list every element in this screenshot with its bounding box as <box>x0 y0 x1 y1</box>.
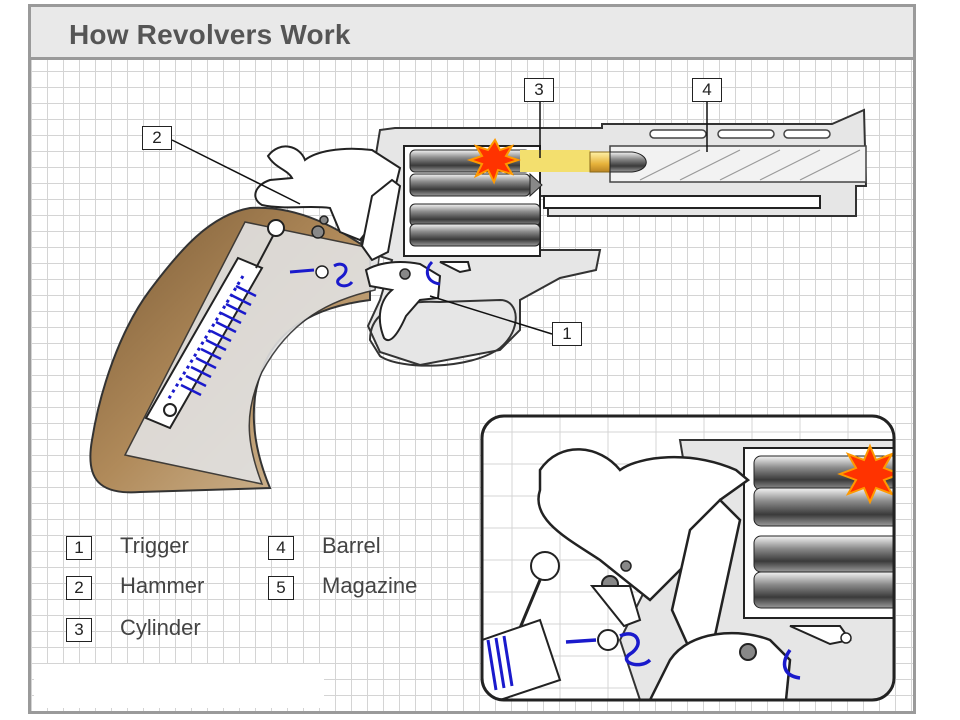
leader-lines <box>171 102 708 335</box>
callout-3-cylinder: 3 <box>524 78 554 102</box>
legend-item-magazine: 5 Magazine <box>268 573 458 602</box>
legend-item-hammer: 2 Hammer <box>66 573 246 602</box>
muzzle-flash <box>466 138 522 185</box>
legend-number: 2 <box>66 576 92 600</box>
legend-label: Barrel <box>322 533 381 558</box>
legend-label: Magazine <box>322 573 418 598</box>
legend-label: Cylinder <box>120 615 201 640</box>
legend-item-trigger: 1 Trigger <box>66 533 246 562</box>
callout-4-barrel: 4 <box>692 78 722 102</box>
bullet <box>466 138 647 185</box>
legend-number: 4 <box>268 536 294 560</box>
hammer-pivot <box>311 225 325 239</box>
trigger-shape <box>364 261 442 342</box>
legend-label: Trigger <box>120 533 189 558</box>
page-title: How Revolvers Work <box>69 19 351 50</box>
callout-2-hammer: 2 <box>142 126 172 150</box>
legend-number: 1 <box>66 536 92 560</box>
inset-border <box>480 414 896 702</box>
pawl <box>360 178 402 262</box>
mainspring-plate <box>144 219 285 430</box>
title-bar: How Revolvers Work <box>31 7 913 60</box>
legend-label: Hammer <box>120 573 205 598</box>
legend-item-barrel: 4 Barrel <box>268 533 448 562</box>
legend-item-cylinder: 3 Cylinder <box>66 615 246 644</box>
hammer-shape <box>254 145 402 242</box>
blank-area <box>34 664 324 708</box>
inset-closeup <box>482 416 894 700</box>
callout-1-trigger: 1 <box>552 322 582 346</box>
grip <box>89 206 381 494</box>
legend-number: 5 <box>268 576 294 600</box>
legend-number: 3 <box>66 618 92 642</box>
